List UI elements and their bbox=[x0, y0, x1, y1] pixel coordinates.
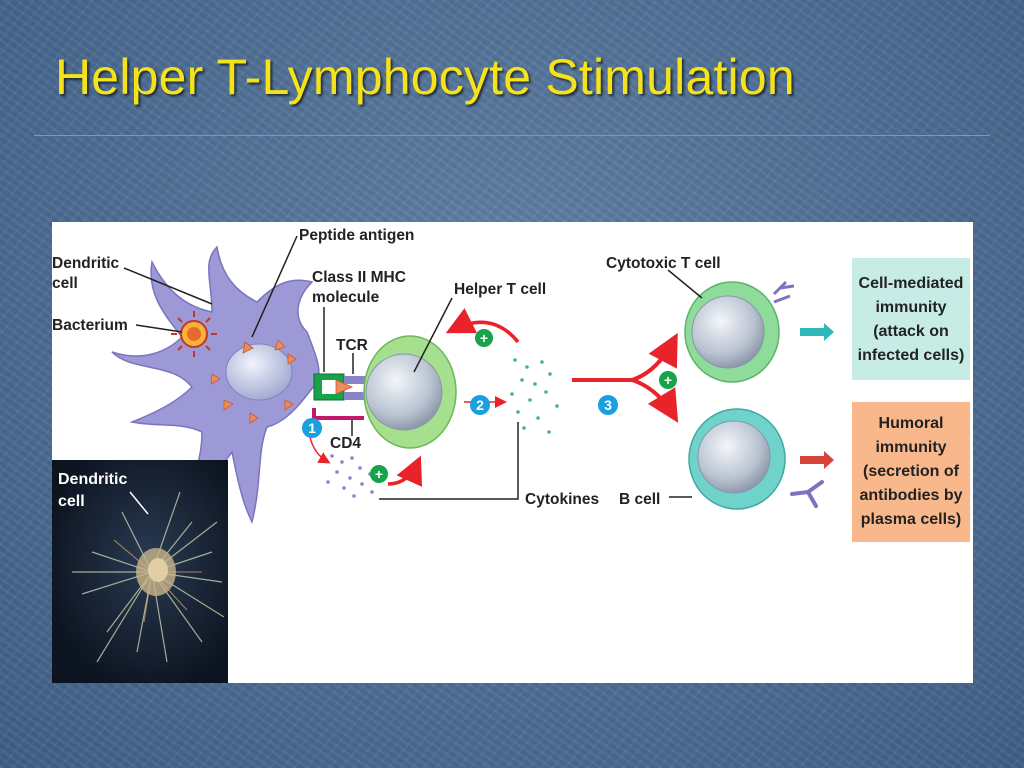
svg-text:immunity: immunity bbox=[875, 299, 946, 316]
svg-text:2: 2 bbox=[476, 397, 484, 413]
leader-lines bbox=[123, 235, 703, 500]
svg-text:immunity: immunity bbox=[875, 439, 946, 456]
svg-text:+: + bbox=[480, 330, 488, 346]
label-bacterium: Bacterium bbox=[52, 317, 128, 334]
step-badge-3: 3 bbox=[598, 395, 618, 415]
svg-text:(attack on: (attack on bbox=[873, 323, 949, 340]
dendritic-cell bbox=[111, 245, 320, 525]
svg-text:plasma cells): plasma cells) bbox=[861, 511, 962, 528]
svg-text:Dendritic: Dendritic bbox=[58, 471, 127, 488]
label-tcr: TCR bbox=[336, 337, 368, 354]
svg-text:Humoral: Humoral bbox=[879, 415, 944, 432]
title-divider bbox=[34, 135, 990, 136]
label-cytokines: Cytokines bbox=[525, 491, 599, 508]
cell-mediated-box: Cell-mediated immunity (attack on infect… bbox=[852, 258, 970, 380]
humoral-box: Humoral immunity (secretion of antibodie… bbox=[852, 402, 970, 542]
cytokine-dots-left bbox=[326, 454, 374, 498]
step-badge-2: 2 bbox=[470, 395, 490, 415]
svg-text:+: + bbox=[664, 372, 672, 388]
label-cd4: CD4 bbox=[330, 435, 361, 452]
plus-badge-bottom: + bbox=[370, 465, 388, 483]
svg-text:+: + bbox=[375, 466, 383, 482]
svg-text:3: 3 bbox=[604, 397, 612, 413]
svg-text:infected cells): infected cells) bbox=[858, 347, 965, 364]
slide-title: Helper T-Lymphocyte Stimulation bbox=[55, 49, 795, 105]
plus-badge-top: + bbox=[475, 329, 493, 347]
label-peptide-antigen: Peptide antigen bbox=[299, 227, 414, 244]
plus-badge-right: + bbox=[659, 371, 677, 389]
process-arrows bbox=[309, 308, 834, 487]
label-class-ii-mhc-line2: molecule bbox=[312, 289, 380, 306]
cytokine-dots-right bbox=[510, 358, 559, 434]
svg-text:(secretion of: (secretion of bbox=[863, 463, 960, 480]
label-helper-t-cell: Helper T cell bbox=[454, 281, 546, 298]
label-dendritic-line2: cell bbox=[52, 275, 78, 292]
helper-t-cell bbox=[363, 335, 457, 449]
svg-text:antibodies by: antibodies by bbox=[859, 487, 962, 504]
svg-text:Cell-mediated: Cell-mediated bbox=[859, 275, 964, 292]
diagram-figure: 1 2 3 + + + Dend bbox=[52, 222, 973, 683]
bacterium-icon bbox=[171, 311, 217, 357]
svg-text:1: 1 bbox=[308, 420, 316, 436]
dendritic-cell-photo: Dendritic cell bbox=[52, 460, 228, 683]
label-cytotoxic-t-cell: Cytotoxic T cell bbox=[606, 255, 721, 272]
b-cell bbox=[688, 408, 824, 510]
label-dendritic-line1: Dendritic bbox=[52, 255, 120, 272]
svg-text:cell: cell bbox=[58, 493, 85, 510]
label-class-ii-mhc-line1: Class II MHC bbox=[312, 269, 406, 286]
mhc-tcr-complex bbox=[312, 373, 366, 420]
label-b-cell: B cell bbox=[619, 491, 660, 508]
cytotoxic-t-cell bbox=[684, 280, 795, 383]
step-badge-1: 1 bbox=[302, 418, 322, 438]
